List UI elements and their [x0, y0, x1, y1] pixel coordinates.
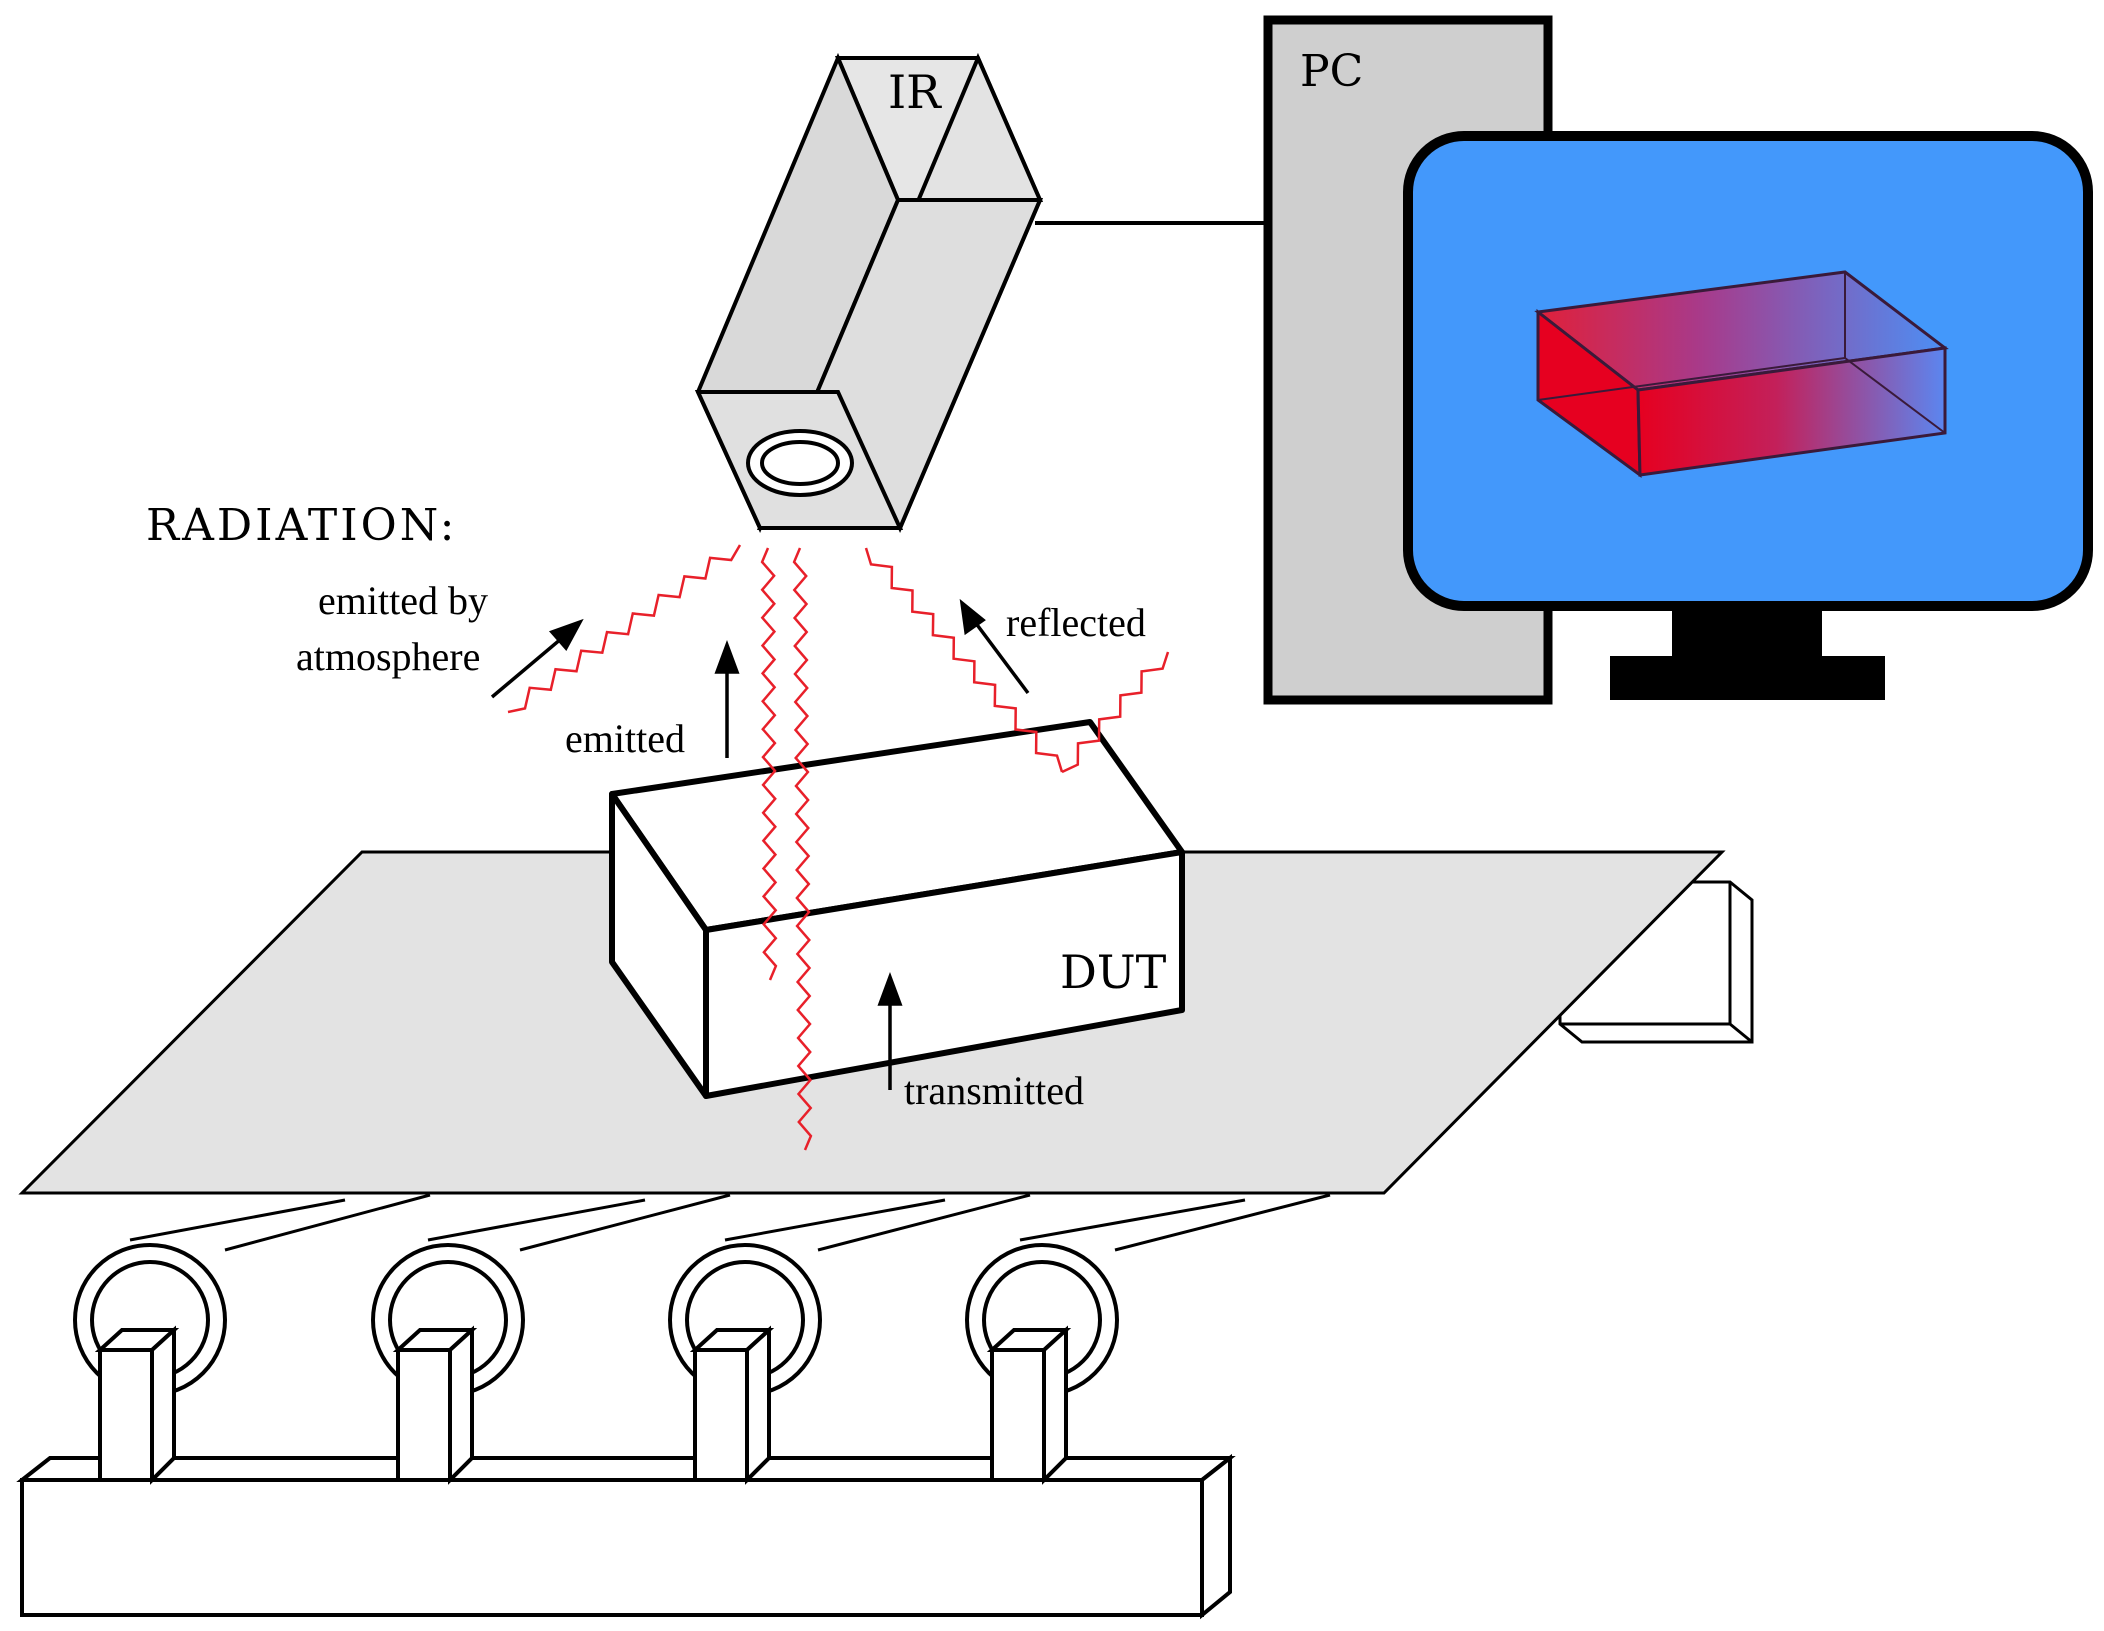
wave-reflected-out — [1061, 651, 1170, 774]
conveyor-rollers — [129, 1193, 1331, 1252]
thermal-image-box — [1534, 270, 1949, 479]
arrow-transmitted-icon — [877, 971, 903, 1090]
radiation-labels: RADIATION: emitted by atmosphere reflect… — [146, 500, 1146, 1113]
post-1 — [94, 1325, 180, 1485]
arrow-emitted-by-atmosphere-icon — [490, 618, 584, 699]
conveyor-base-frame — [16, 1325, 1236, 1620]
lens-icon — [746, 429, 854, 497]
label-reflected: reflected — [1006, 600, 1146, 645]
post-4 — [986, 1325, 1072, 1485]
radiation-paths — [507, 544, 1170, 1151]
label-emitted-by-line2: atmosphere — [296, 634, 480, 679]
pc-label: PC — [1300, 46, 1363, 97]
wave-emitted-by-atmosphere — [507, 544, 742, 714]
label-emitted: emitted — [565, 716, 685, 761]
dut-box: DUT — [609, 719, 1185, 1099]
label-transmitted: transmitted — [904, 1068, 1084, 1113]
radiation-arrows — [490, 598, 1030, 1090]
wave-emitted — [760, 547, 778, 981]
monitor-stand-base — [1610, 656, 1885, 700]
post-3 — [689, 1325, 775, 1485]
arrow-reflected-icon — [959, 598, 1030, 695]
radiation-heading: RADIATION: — [146, 500, 458, 551]
monitor — [1403, 131, 2093, 700]
label-emitted-by-line1: emitted by — [318, 578, 488, 623]
wave-transmitted — [792, 547, 813, 1151]
dut-label: DUT — [1060, 945, 1167, 999]
ir-camera: IR — [694, 52, 1044, 533]
post-2 — [392, 1325, 478, 1485]
arrow-emitted-icon — [714, 639, 740, 758]
wave-reflected-in — [864, 547, 1064, 773]
ir-label: IR — [888, 65, 942, 119]
